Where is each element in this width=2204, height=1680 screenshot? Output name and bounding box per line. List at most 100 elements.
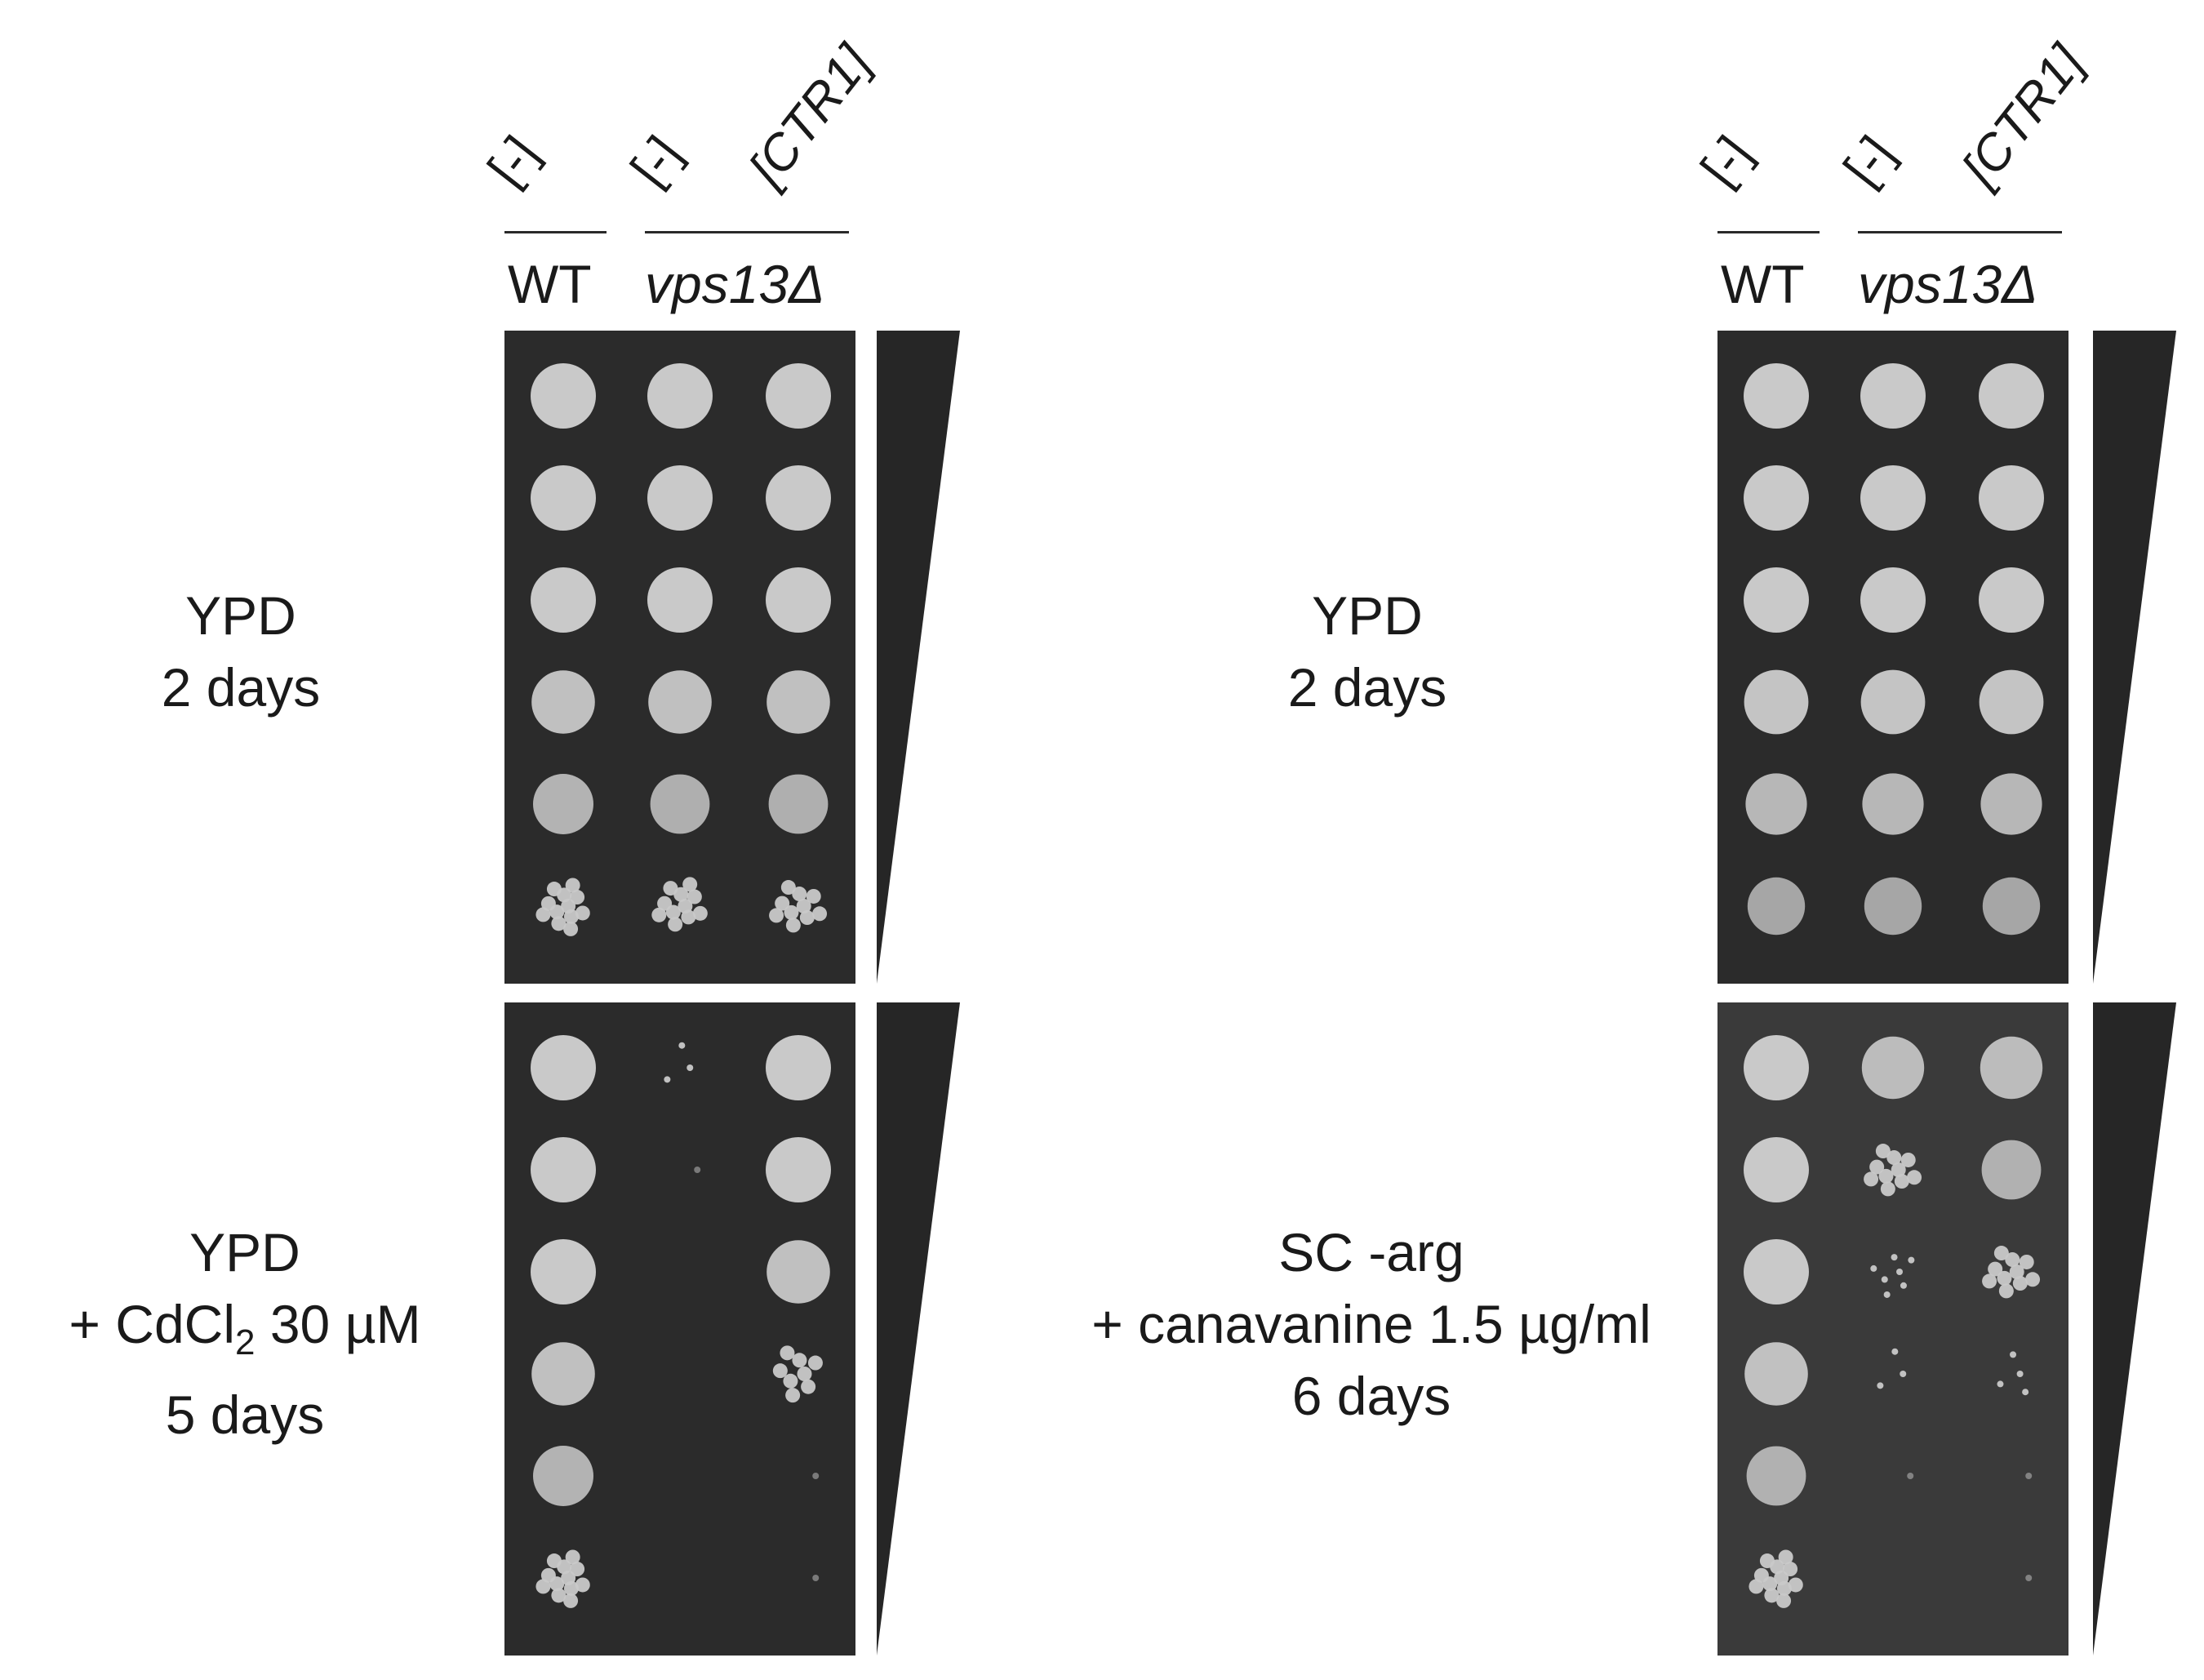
colony-spot	[1998, 1283, 2014, 1299]
colony-spot	[1875, 1144, 1891, 1159]
mut-ctr1-plasmid-label-right: [CTR1]	[1951, 35, 2095, 197]
colony-spot	[812, 906, 828, 922]
dilution-wedge-left-bottom	[877, 1002, 960, 1656]
colony-spot	[647, 363, 713, 429]
colony-spot	[2025, 1272, 2041, 1287]
colony-spot	[663, 881, 678, 896]
condition-line1: YPD	[189, 1222, 300, 1282]
colony-spot	[575, 1577, 590, 1593]
colony-spot	[531, 1137, 596, 1202]
colony-spot	[1747, 877, 1806, 936]
colony-spot	[1896, 1269, 1904, 1275]
condition-line2-subscript: 2	[235, 1322, 256, 1363]
colony-spot	[1764, 1588, 1780, 1603]
condition-line3: 6 days	[1291, 1366, 1451, 1426]
colony-spot	[668, 917, 683, 932]
colony-spot	[1900, 1152, 1916, 1167]
colony-spot	[692, 905, 708, 921]
colony-spot	[535, 907, 551, 922]
colony-spot	[1908, 1256, 1915, 1264]
colony-spot	[694, 1167, 701, 1173]
colony-spot	[2016, 1371, 2024, 1377]
colony-spot	[785, 1388, 801, 1403]
colony-spot	[531, 363, 596, 429]
mut-strain-label-right: vps13Δ	[1858, 254, 2038, 314]
colony-spot	[2009, 1264, 2024, 1279]
colony-spot	[1864, 1171, 1879, 1187]
colony-spot	[1979, 465, 2044, 531]
colony-spot	[1980, 773, 2042, 835]
colony-spot	[657, 896, 673, 911]
colony-spot	[1907, 1170, 1922, 1185]
colony-spot	[1860, 363, 1926, 429]
colony-spot	[1886, 1150, 1902, 1166]
colony-spot	[563, 921, 579, 936]
condition-label-right-bottom: SC -arg + canavanine 1.5 µg/ml 6 days	[1045, 1216, 1698, 1432]
colony-spot	[687, 889, 702, 904]
colony-spot	[1979, 669, 2044, 735]
wt-plasmid-label-left: [-]	[477, 126, 550, 197]
colony-spot	[2012, 1276, 2028, 1291]
wt-strain-label-left: WT	[508, 254, 592, 314]
colony-spot	[570, 890, 585, 905]
colony-spot	[2005, 1252, 2020, 1268]
agar-plate-left-top	[504, 331, 855, 984]
wt-group-line-right	[1717, 231, 1820, 233]
colony-spot	[812, 1575, 820, 1581]
mut-empty-plasmid-label-left: [-]	[620, 126, 693, 197]
colony-spot	[783, 1373, 798, 1389]
condition-line2: 2 days	[1287, 657, 1447, 718]
colony-spot	[775, 896, 790, 911]
colony-spot	[533, 1446, 593, 1506]
mut-strain-label-left: vps13Δ	[645, 254, 825, 314]
colony-spot	[1900, 1282, 1907, 1289]
condition-line1: YPD	[1312, 585, 1423, 646]
colony-spot	[565, 878, 580, 893]
colony-spot	[1894, 1174, 1909, 1189]
colony-spot	[768, 774, 829, 834]
colony-spot	[1783, 1562, 1798, 1577]
colony-spot	[1891, 1348, 1899, 1355]
colony-spot	[780, 1345, 795, 1361]
colony-spot	[767, 670, 830, 734]
colony-spot	[780, 880, 796, 896]
colony-spot	[1891, 1162, 1906, 1177]
colony-spot	[651, 907, 667, 922]
colony-spot	[1778, 1549, 1793, 1565]
colony-spot	[551, 916, 567, 931]
colony-spot	[1744, 1239, 1809, 1304]
mut-group-line-left	[645, 231, 849, 233]
colony-spot	[681, 909, 696, 925]
colony-spot	[540, 896, 556, 911]
colony-spot	[1746, 1446, 1806, 1506]
colony-spot	[807, 1355, 823, 1371]
colony-spot	[1900, 1371, 1907, 1377]
condition-line3: 5 days	[165, 1384, 325, 1446]
colony-spot	[1907, 1473, 1914, 1479]
wt-plasmid-label-right: [-]	[1690, 126, 1763, 197]
colony-spot	[1860, 465, 1926, 531]
colony-spot	[563, 1593, 579, 1608]
condition-line1: YPD	[185, 585, 296, 646]
colony-spot	[1980, 1036, 2043, 1100]
colony-spot	[1744, 465, 1809, 531]
colony-spot	[531, 1035, 596, 1100]
condition-line2-part-b: 30 µM	[255, 1294, 421, 1354]
colony-spot	[1891, 1254, 1898, 1261]
colony-spot	[678, 1042, 686, 1049]
colony-spot	[1997, 1270, 2012, 1286]
colony-spot	[1744, 1137, 1809, 1202]
condition-line2: + CdCl2 30 µM	[16, 1288, 473, 1379]
colony-spot	[1988, 1261, 2003, 1277]
colony-spot	[563, 909, 579, 924]
colony-spot	[531, 670, 595, 734]
condition-line2-part-a: + CdCl	[69, 1294, 235, 1354]
colony-spot	[1862, 773, 1924, 835]
colony-spot	[796, 899, 811, 913]
colony-spot	[664, 1076, 671, 1083]
colony-spot	[1788, 1577, 1803, 1593]
colony-spot	[2010, 1351, 2017, 1358]
colony-spot	[1880, 1181, 1895, 1197]
colony-spot	[772, 1363, 788, 1379]
colony-spot	[531, 1239, 596, 1304]
